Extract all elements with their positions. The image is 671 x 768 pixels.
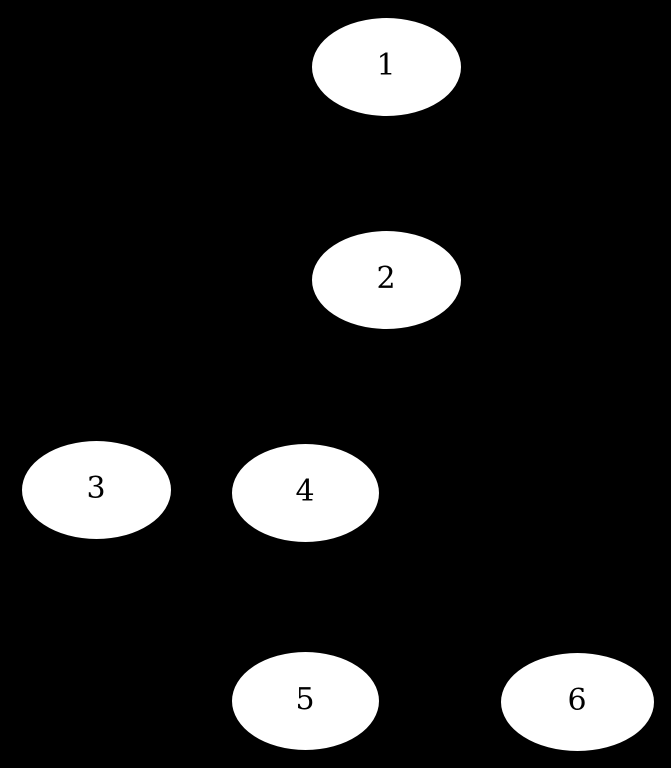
graph-node-label: 1 xyxy=(376,48,396,83)
graph-edge xyxy=(322,328,369,445)
graph-node-label: 2 xyxy=(376,261,396,296)
graph-node-1[interactable]: 1 xyxy=(310,17,462,117)
graph-node-label: 6 xyxy=(567,683,587,718)
graph-edge xyxy=(353,530,528,665)
graph-node-6[interactable]: 6 xyxy=(499,652,655,752)
graph-edge xyxy=(146,316,336,454)
graph-node-2[interactable]: 2 xyxy=(310,230,462,330)
graph-node-label: 5 xyxy=(295,682,315,717)
graph-node-label: 4 xyxy=(295,474,315,509)
graph-node-3[interactable]: 3 xyxy=(20,440,172,540)
graph-node-5[interactable]: 5 xyxy=(230,651,380,751)
graph-node-4[interactable]: 4 xyxy=(230,443,380,543)
graph-node-label: 3 xyxy=(86,471,106,506)
